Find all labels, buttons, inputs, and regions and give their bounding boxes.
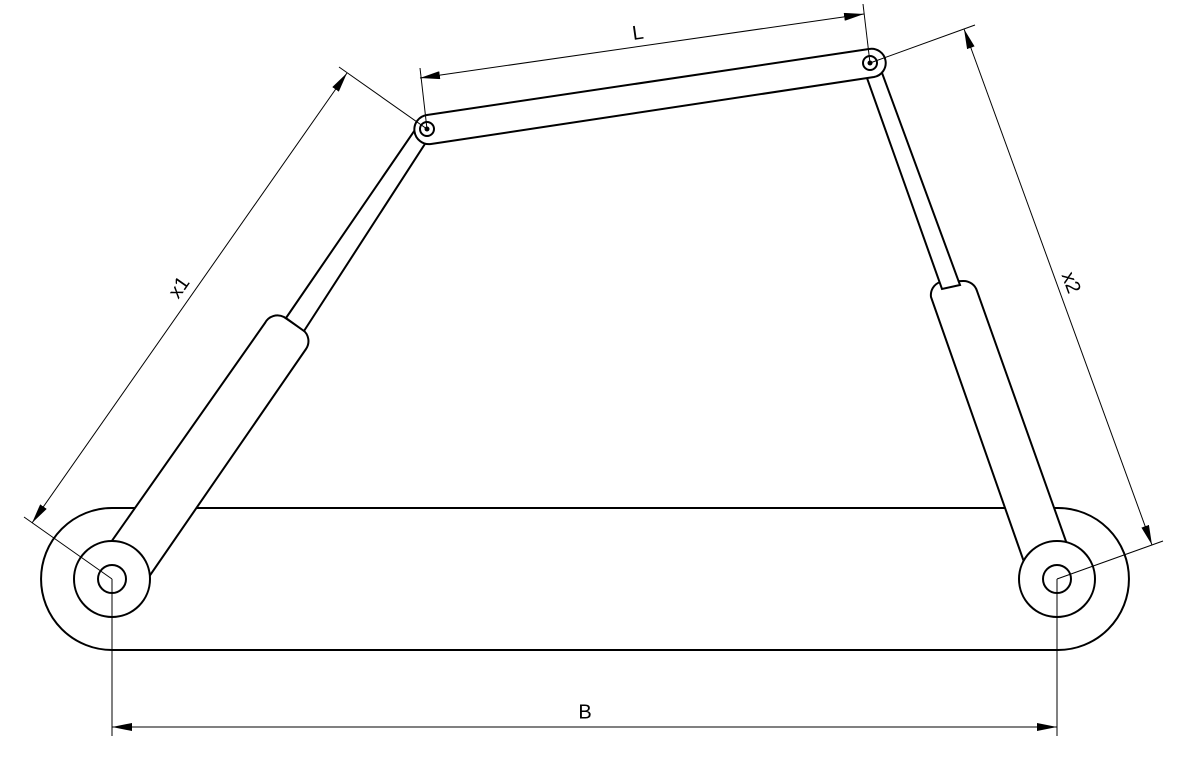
left-piston-rod <box>284 122 434 333</box>
label-L: L <box>631 22 645 45</box>
right-cylinder-body <box>929 280 1070 571</box>
dimension-x2 <box>869 24 1164 580</box>
right-piston-rod <box>860 60 962 291</box>
dimension-B <box>111 579 1058 736</box>
label-x2: x2 <box>1057 269 1085 296</box>
dimension-L <box>419 3 871 130</box>
dimension-x1 <box>23 66 428 580</box>
label-B: B <box>578 701 591 723</box>
base-frame <box>40 507 1130 651</box>
coupler-link <box>413 47 887 146</box>
